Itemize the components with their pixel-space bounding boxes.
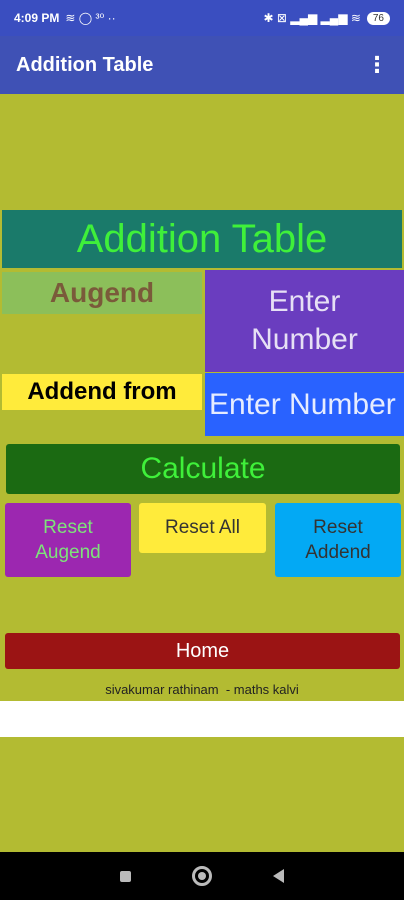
home-button-label: Home [175,639,230,662]
augend-input-placeholder: Enter Number [251,285,358,356]
footer-credit-text: sivakumar rathinam - maths kalvi [105,681,299,697]
addend-label-text: Addend from [27,378,177,405]
reset-addend-button[interactable]: Reset Addend [275,503,401,577]
home-circle-icon[interactable] [191,866,212,886]
augend-label-text: Augend [49,277,155,308]
augend-label: Augend [2,272,202,314]
status-time: 4:09 PM [14,11,60,25]
status-bar: 4:09 PM ≋ ◯ ³⁰ ·· ✱ ⊠ ▂▄▆ ▂▄▆ ≋ 76 [0,0,404,36]
reset-augend-button[interactable]: Reset Augend [5,503,131,577]
addend-input-placeholder: Enter Number [209,388,396,421]
battery-icon: 76 [366,11,390,25]
addend-label: Addend from [2,374,202,410]
calculate-button-label: Calculate [140,452,266,485]
reset-augend-button-label: Reset Augend [35,517,101,563]
reset-addend-button-label: Reset Addend [305,517,371,563]
app-title: Addition Table [16,53,154,76]
addend-input[interactable]: Enter Number [205,373,404,436]
system-nav-bar [0,852,404,900]
reset-all-button[interactable]: Reset All [139,503,266,553]
back-icon[interactable] [272,869,284,883]
overflow-menu-icon[interactable]: ⋮ [366,52,388,77]
footer-credit: sivakumar rathinam - maths kalvi [0,678,404,700]
notification-icons: ≋ ◯ ³⁰ ·· [65,11,116,25]
page-heading: Addition Table [2,210,402,268]
home-button[interactable]: Home [5,633,400,669]
page-heading-text: Addition Table [76,216,328,261]
app-bar: Addition Table ⋮ [0,36,404,94]
calculate-button[interactable]: Calculate [6,444,400,494]
ad-banner-area [0,701,404,737]
reset-all-button-label: Reset All [165,517,240,538]
battery-level: 76 [372,12,384,24]
augend-input[interactable]: Enter Number [205,270,404,372]
home-circle-inner [197,872,206,880]
recents-icon[interactable] [120,870,132,882]
signal-icons: ✱ ⊠ ▂▄▆ ▂▄▆ ≋ [263,11,361,25]
